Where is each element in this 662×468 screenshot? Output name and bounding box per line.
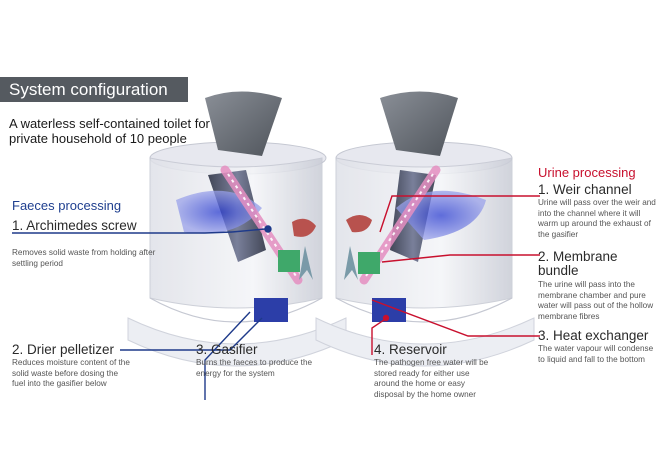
- urine-leader-lines: [371, 195, 540, 355]
- faeces-step-1-num: 1.: [12, 218, 24, 233]
- leader-gasifier: [204, 311, 251, 400]
- urine-step-3-name: Heat exchanger: [553, 328, 649, 343]
- urine-step-4-title: 4. Reservoir: [374, 343, 524, 357]
- title-bar: System configuration: [0, 77, 188, 102]
- faeces-step-3-num: 3.: [196, 342, 208, 357]
- right-base: [315, 317, 535, 367]
- page-title: System configuration: [9, 80, 168, 99]
- urine-step-2-num: 2.: [538, 249, 550, 264]
- faeces-step-3-name: Gasifier: [211, 342, 258, 357]
- faeces-step-3-desc: Burns the faeces to produce the energy f…: [196, 358, 313, 378]
- urine-step-4-num: 4.: [374, 342, 386, 357]
- urine-step-2-title: 2. Membrane bundle: [538, 250, 656, 278]
- left-weir: [292, 218, 316, 237]
- leader-drier: [120, 317, 263, 351]
- leader-archimedes: [12, 231, 233, 234]
- faeces-step-2-title: 2. Drier pelletizer: [12, 343, 132, 357]
- faeces-step-1-name: Archimedes screw: [26, 218, 137, 233]
- urine-step-1-num: 1.: [538, 182, 550, 197]
- left-reservoir-block: [254, 298, 288, 322]
- urine-step-4-desc: The pathogen free water will be stored r…: [374, 358, 489, 399]
- urine-step-3-num: 3.: [538, 328, 550, 343]
- faeces-step-2-num: 2.: [12, 342, 24, 357]
- right-unit: [315, 91, 535, 367]
- intro-text: A waterless self-contained toilet for pr…: [9, 116, 210, 146]
- urine-step-3-desc: The water vapour will condense to liquid…: [538, 344, 654, 364]
- left-membrane-block: [278, 250, 300, 272]
- right-lid: [380, 91, 458, 156]
- urine-step-2-desc: The urine will pass into the membrane ch…: [538, 280, 654, 321]
- urine-step-3-title: 3. Heat exchanger: [538, 329, 660, 343]
- leader-reservoir: [371, 319, 385, 355]
- faeces-heading: Faeces processing: [12, 198, 122, 213]
- faeces-step-1-desc: Removes solid waste from holding after s…: [12, 248, 156, 268]
- leader-weir: [379, 195, 540, 233]
- left-lid: [205, 91, 282, 156]
- urine-step-1-name: Weir channel: [553, 182, 632, 197]
- urine-step-1-title: 1. Weir channel: [538, 183, 658, 197]
- faeces-step-3-title: 3. Gasifier: [196, 343, 316, 357]
- left-unit: [127, 91, 347, 367]
- urine-step-1-desc: Urine will pass over the weir and into t…: [538, 198, 656, 239]
- leader-membrane: [381, 254, 540, 263]
- right-weir: [346, 215, 372, 233]
- faeces-leader-lines: [12, 225, 272, 400]
- faeces-step-2-name: Drier pelletizer: [27, 342, 115, 357]
- faeces-step-1-title: 1. Archimedes screw: [12, 219, 182, 233]
- right-membrane-block: [358, 252, 380, 274]
- urine-step-4-name: Reservoir: [389, 342, 447, 357]
- faeces-step-2-desc: Reduces moisture content of the solid wa…: [12, 358, 130, 388]
- leader-heat-exchanger: [371, 299, 540, 337]
- urine-heading: Urine processing: [538, 165, 636, 180]
- urine-step-2-name: Membrane bundle: [538, 249, 618, 278]
